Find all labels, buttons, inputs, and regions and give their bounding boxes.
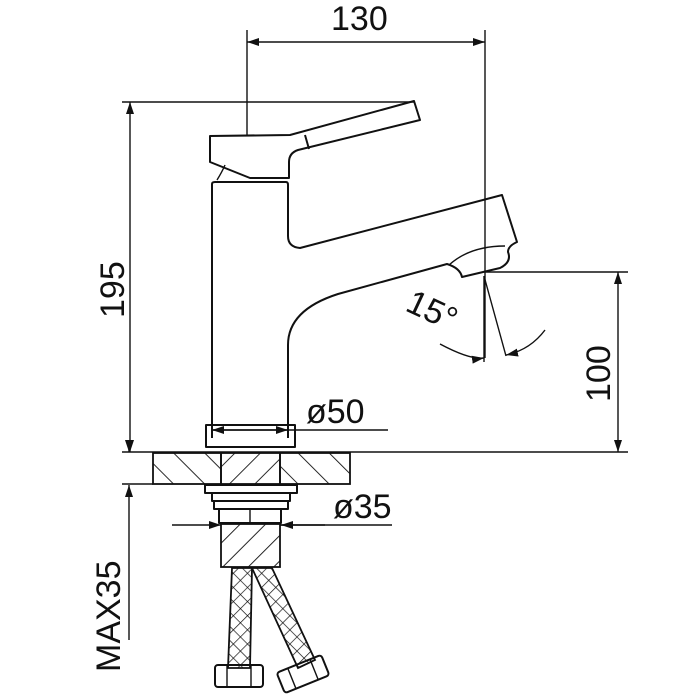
dimension-195-label: 195 xyxy=(94,261,132,318)
angle-15-label: 15° xyxy=(401,283,464,339)
mounting-nut xyxy=(204,484,298,568)
dimension-130-label: 130 xyxy=(331,0,388,38)
handle-collar xyxy=(216,164,226,181)
dimension-130: 130 xyxy=(246,0,486,358)
max35-label: MAX35 xyxy=(90,561,128,673)
dimension-100: 100 xyxy=(485,271,628,452)
dimension-max35: MAX35 xyxy=(90,440,133,673)
aerator-curve xyxy=(448,245,506,266)
dimension-diameter-50: ø50 xyxy=(212,393,388,434)
counter-section xyxy=(152,452,351,485)
faucet-handle xyxy=(209,100,421,179)
diameter-50-label: ø50 xyxy=(306,393,365,431)
dimension-100-label: 100 xyxy=(580,345,618,402)
dimension-diameter-35: ø35 xyxy=(172,488,392,529)
supply-hoses xyxy=(214,567,330,694)
faucet-body-spout xyxy=(211,181,518,438)
diameter-35-label: ø35 xyxy=(333,488,392,526)
handle-seam xyxy=(304,134,310,150)
angle-15: 15° xyxy=(401,275,546,364)
dimension-195: 195 xyxy=(94,101,414,452)
base-plate xyxy=(205,424,296,448)
